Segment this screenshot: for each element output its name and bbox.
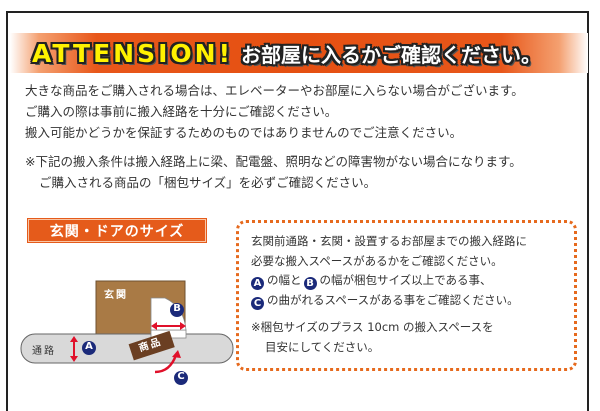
info-text-fragment: の幅が梱包サイズ以上である事、: [319, 273, 492, 287]
info-text-fragment: の曲がれるスペースがある事をご確認ください。: [267, 292, 519, 307]
info-note: ※梱包サイズのプラス 10cm の搬入スペースを: [251, 320, 494, 334]
entrance-label: 玄関: [104, 290, 128, 301]
info-note: 目安にしてください。: [265, 339, 380, 354]
content-frame: [6, 11, 589, 411]
product-box: [128, 330, 175, 361]
info-text: 玄関前通路・玄関・設置するお部屋までの搬入経路に 必要な搬入スペースがあるかをご…: [251, 232, 527, 357]
banner-title: お部屋に入るかご確認ください。: [240, 42, 541, 67]
marker-b: B: [173, 303, 181, 314]
marker-a-icon: A: [251, 277, 264, 290]
intro-line: ご購入の際は事前に搬入経路を十分にご確認ください。: [25, 104, 338, 119]
entrance-diagram: 玄関 通路 商品 A B C: [0, 280, 240, 401]
intro-line: 大きな商品をご購入される場合は、エレベーターやお部屋に入らない場合がございます。: [25, 83, 524, 98]
intro-line: 搬入可能かどうかを保証するためのものではありませんのでご注意ください。: [25, 125, 463, 140]
info-line: 必要な搬入スペースがあるかをご確認ください。: [251, 253, 503, 268]
marker-c-icon: C: [251, 296, 264, 310]
info-text-fragment: の幅と: [267, 273, 302, 287]
marker-b-icon: B: [303, 277, 317, 290]
intro-paragraph: 大きな商品をご購入される場合は、エレベーターやお部屋に入らない場合がございます。…: [25, 80, 524, 143]
attention-label: ATTENSION!: [32, 38, 233, 68]
attention-banner: ATTENSION! お部屋に入るかご確認ください。: [10, 33, 588, 73]
marker-a: A: [85, 341, 93, 352]
marker-c: C: [177, 371, 185, 382]
note-line: ご購入される商品の「梱包サイズ」を必ずご確認ください。: [39, 175, 377, 190]
note-paragraph: ※下記の搬入条件は搬入経路上に梁、配電盤、照明などの障害物がない場合になります。…: [25, 151, 522, 193]
entrance-diagram-svg: [20, 280, 234, 385]
section-title: 玄関・ドアのサイズ: [49, 223, 185, 240]
passage-label: 通路: [32, 346, 56, 357]
note-line: ※下記の搬入条件は搬入経路上に梁、配電盤、照明などの障害物がない場合になります。: [25, 154, 522, 169]
info-box: [236, 220, 577, 371]
info-line: 玄関前通路・玄関・設置するお部屋までの搬入経路に: [251, 234, 527, 248]
section-heading: 玄関・ドアのサイズ: [27, 218, 207, 243]
